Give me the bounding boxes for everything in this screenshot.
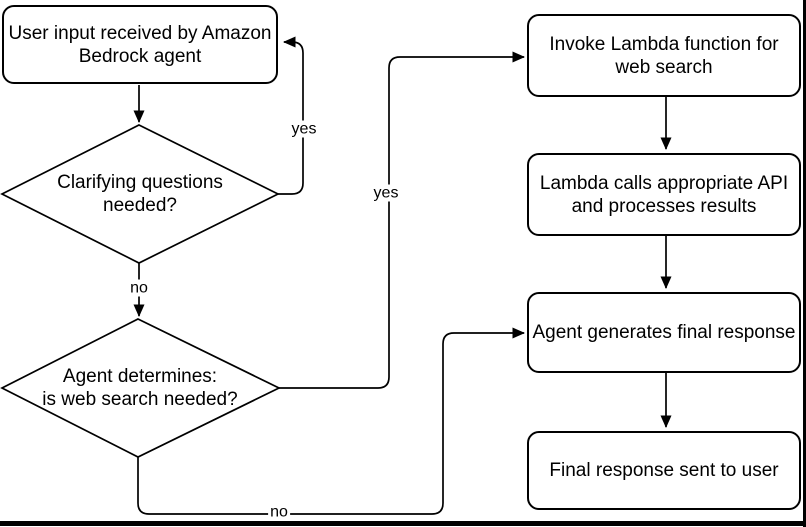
label-clarifying-questions-line2: needed?: [103, 195, 177, 216]
node-invoke-lambda-line1: Invoke Lambda function for: [549, 33, 779, 55]
label-clarifying-questions: Clarifying questions needed?: [40, 171, 240, 217]
node-lambda-calls-api-line1: Lambda calls appropriate API: [539, 172, 789, 194]
label-web-search-decision-line1: Agent determines:: [62, 366, 218, 387]
label-web-search-decision: Agent determines: is web search needed?: [34, 365, 246, 411]
connector-clarifying-yes-loop: [278, 36, 304, 195]
label-web-search-decision-line2: is web search needed?: [42, 389, 238, 410]
frame-border-right: [803, 0, 806, 527]
node-lambda-calls-api-line2: and processes results: [571, 195, 757, 217]
label-clarifying-questions-line1: Clarifying questions: [57, 172, 223, 193]
node-user-input: User input received by Amazon Bedrock ag…: [2, 5, 278, 84]
connector-websearch-no-to-response: [137, 327, 525, 515]
node-final-response: Final response sent to user: [527, 431, 801, 510]
edge-label-websearch-yes: yes: [371, 184, 401, 202]
node-invoke-lambda-line2: web search: [615, 56, 713, 78]
node-user-input-line1: User input received by Amazon: [8, 22, 272, 44]
edge-label-clarifying-yes: yes: [289, 120, 319, 138]
node-lambda-calls-api: Lambda calls appropriate API and process…: [527, 153, 801, 236]
connector-websearch-yes-to-lambda: [279, 51, 525, 389]
node-agent-generates-response-line1: Agent generates final response: [532, 322, 796, 343]
node-final-response-line1: Final response sent to user: [549, 460, 779, 481]
node-agent-generates-response: Agent generates final response: [527, 292, 801, 373]
node-user-input-line2: Bedrock agent: [78, 45, 202, 67]
frame-border-bottom: [0, 521, 806, 526]
edge-label-clarifying-no: no: [128, 279, 150, 297]
node-invoke-lambda: Invoke Lambda function for web search: [527, 14, 801, 97]
edge-label-websearch-no: no: [268, 503, 290, 521]
